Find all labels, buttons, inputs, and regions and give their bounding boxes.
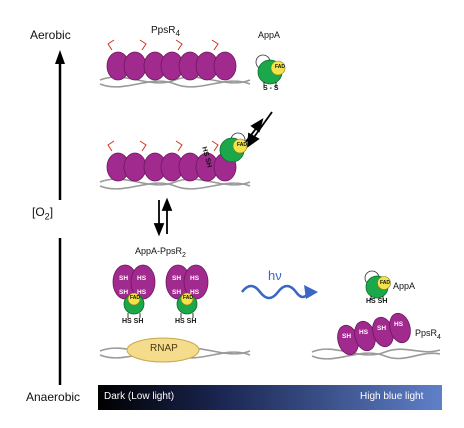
disulfide-bonds	[107, 39, 219, 51]
disulfide-top-label: S - S	[263, 85, 279, 92]
blue-light-wave-arrow	[240, 284, 318, 300]
rnap-label: RNAP	[150, 343, 178, 354]
rnap-enzyme	[126, 337, 200, 363]
svg-text:HS: HS	[359, 329, 369, 336]
appa-oxidized	[255, 54, 286, 88]
svg-text:HS: HS	[190, 289, 200, 296]
appa-reduced-middle	[219, 132, 248, 163]
fad-right-label: FAD	[380, 280, 390, 286]
equilibrium-arrows-vertical	[153, 197, 173, 237]
svg-text:HS: HS	[137, 275, 147, 282]
appa-ppsr2-label: AppA-PpsR2	[135, 246, 186, 259]
appa-ppsr2-complex-right: SH HS SH HS	[165, 264, 209, 318]
ppsr-tetramer-reduced-right: SH HS SH HS	[311, 312, 441, 360]
svg-text:SH: SH	[172, 289, 181, 296]
appa-right-label: AppA	[393, 281, 416, 291]
ppsr4-right-label: PpsR4	[415, 328, 441, 341]
aerobic-label: Aerobic	[30, 28, 71, 42]
thiols-complex-left: HS SH	[122, 318, 144, 325]
disulfide-bonds	[107, 140, 219, 152]
appa-top-label: AppA	[258, 30, 281, 40]
ppsr4-top-label: PpsR4	[151, 25, 180, 38]
anaerobic-label: Anaerobic	[26, 390, 81, 404]
fad-mid-label: FAD	[237, 142, 247, 148]
svg-text:SH: SH	[377, 325, 386, 332]
svg-text:SH: SH	[172, 275, 181, 282]
fad-complex-right: FAD	[183, 295, 193, 301]
oxygen-label: [O2]	[32, 205, 54, 222]
svg-text:HS: HS	[394, 321, 404, 328]
oxygen-axis	[55, 50, 65, 385]
appa-ppsr2-complex-left: SH HS SH HS	[112, 264, 156, 318]
fad-complex-left: FAD	[130, 295, 140, 301]
svg-text:SH: SH	[119, 289, 128, 296]
ppsr-tetramer-top	[99, 39, 251, 88]
fad-top-label: FAD	[275, 64, 285, 70]
svg-text:HS: HS	[190, 275, 200, 282]
light-gradient-bar	[98, 385, 442, 410]
light-symbol: hν	[268, 268, 282, 283]
rnap-on-dna	[99, 337, 251, 363]
appa-reduced-right	[364, 270, 391, 300]
svg-text:SH: SH	[119, 275, 128, 282]
high-blue-light-label: High blue light	[360, 391, 424, 402]
thiols-right-label: HS SH	[366, 298, 388, 305]
thiols-complex-right: HS SH	[175, 318, 197, 325]
svg-text:SH: SH	[342, 333, 351, 340]
svg-text:HS: HS	[137, 289, 147, 296]
dark-low-light-label: Dark (Low light)	[104, 391, 175, 402]
